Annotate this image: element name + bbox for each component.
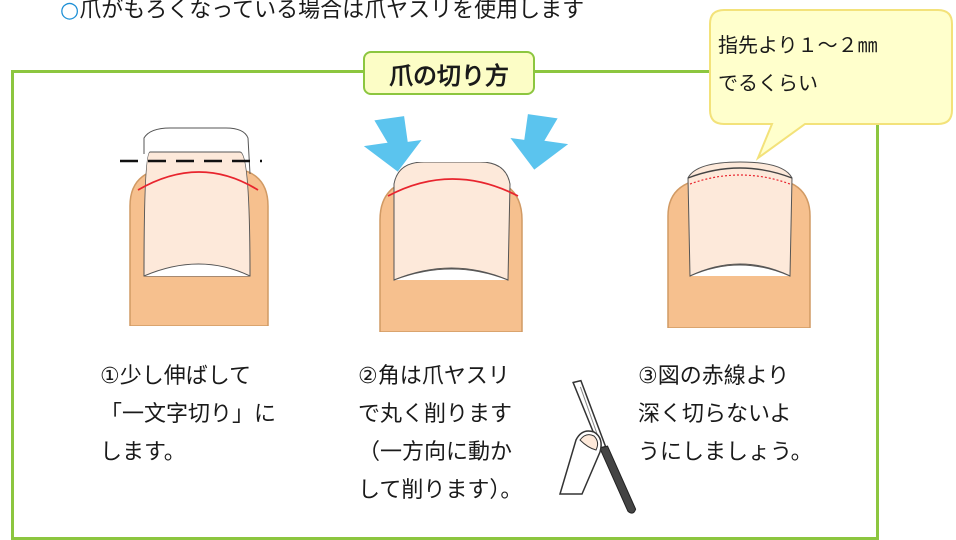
step-2-line: （一方向に動か	[358, 440, 513, 465]
header-note: ○爪がもろくなっている場合は爪ヤスリを使用します	[60, 0, 584, 24]
bubble-line-2: でるくらい	[718, 71, 818, 95]
diagram-title-text: 爪の切り方	[389, 61, 509, 90]
bubble-line-1: 指先より１～２㎜	[718, 33, 878, 57]
finger-illustration-2	[379, 162, 523, 332]
header-note-text: 爪がもろくなっている場合は爪ヤスリを使用します	[79, 0, 585, 23]
step-3-line: 深く切らないよ	[638, 402, 792, 427]
finger-icon	[558, 430, 602, 495]
step-3-caption: ③図の赤線より 深く切らないよ うにしましょう。	[638, 358, 813, 472]
step-2-line: ②角は爪ヤスリ	[358, 364, 510, 389]
step-3-line: ③図の赤線より	[638, 364, 790, 389]
finger-illustration-1	[120, 127, 269, 326]
step-3-line: うにしましょう。	[638, 440, 813, 465]
step-2-line: で丸く削ります	[358, 402, 513, 427]
nail-line	[137, 171, 259, 191]
step-1-caption: ①少し伸ばして 「一文字切り」に します。	[100, 358, 276, 472]
bullet-icon: ○	[60, 0, 80, 23]
arrow-icon	[510, 114, 569, 170]
step-2-line: して削ります）。	[358, 478, 523, 503]
step-1-line: ①少し伸ばして	[100, 364, 252, 389]
nail-file-icon	[572, 379, 637, 514]
speech-bubble-text: 指先より１～２㎜ でるくらい	[718, 26, 943, 102]
step-2-caption: ②角は爪ヤスリ で丸く削ります （一方向に動か して削ります）。	[358, 358, 522, 510]
arrow-icon	[363, 116, 422, 172]
diagram-title: 爪の切り方	[363, 51, 535, 95]
nail-line	[387, 178, 519, 197]
step-1-line: します。	[100, 440, 186, 465]
speech-bubble	[709, 9, 953, 161]
step-1-line: 「一文字切り」に	[100, 402, 277, 427]
finger-illustration-3	[667, 161, 811, 328]
